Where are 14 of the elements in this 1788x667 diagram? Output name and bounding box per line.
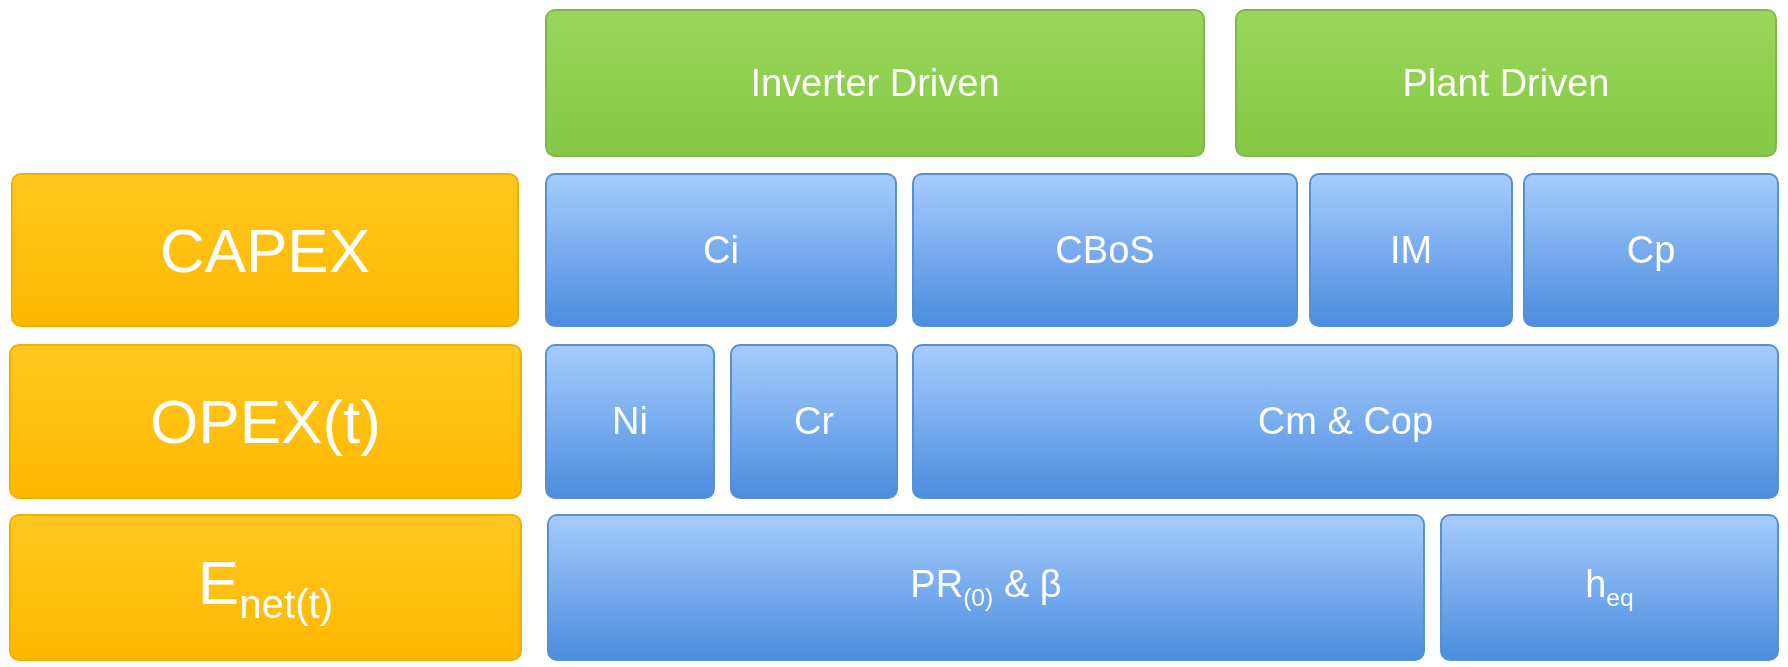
cost-block: IM xyxy=(1309,173,1513,327)
cost-block: Ni xyxy=(545,344,715,499)
header-box: Plant Driven xyxy=(1235,9,1777,157)
category-box: E$_{net(t)}$ xyxy=(9,514,522,661)
cost-block: Cp xyxy=(1523,173,1779,327)
cost-block: h$_{eq}$ xyxy=(1440,514,1779,661)
category-box: CAPEX xyxy=(11,173,519,327)
cost-block: Cr xyxy=(730,344,898,499)
category-box: OPEX(t) xyxy=(9,344,522,499)
cost-block: CBoS xyxy=(912,173,1298,327)
header-box: Inverter Driven xyxy=(545,9,1205,157)
cost-block: Ci xyxy=(545,173,897,327)
cost-block: PR$_{(0)}$ & β xyxy=(547,514,1425,661)
cost-block: Cm & Cop xyxy=(912,344,1779,499)
